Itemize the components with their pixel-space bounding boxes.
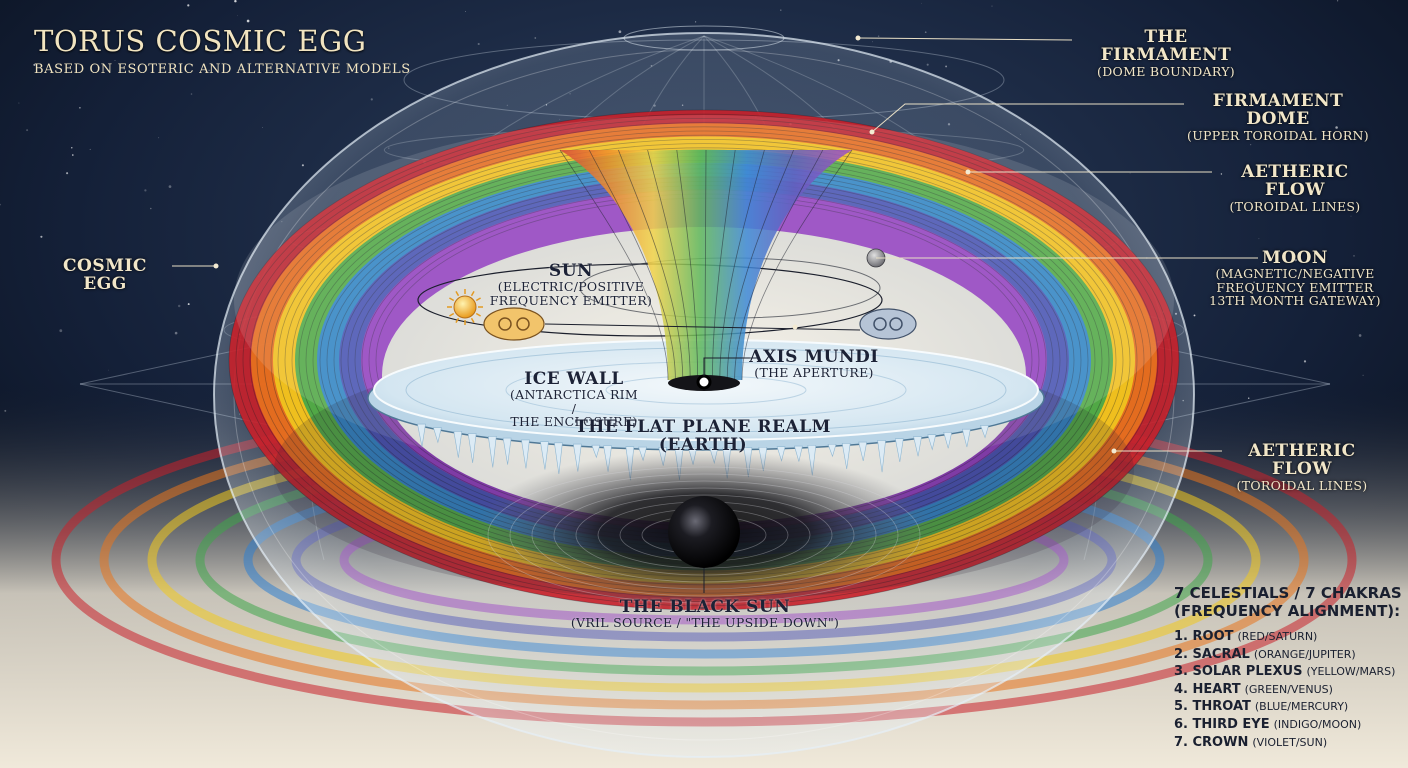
legend-heading-line2: (FREQUENCY ALIGNMENT): — [1174, 602, 1401, 620]
legend-list: 1. ROOT (RED/SATURN) 2. SACRAL (ORANGE/J… — [1174, 628, 1402, 751]
diagram-title: TORUS COSMIC EGG — [34, 24, 367, 58]
label-firmament-dome: FIRMAMENT DOME (UPPER TOROIDAL HORN) — [1187, 91, 1369, 143]
label-firmament: THE FIRMAMENT (DOME BOUNDARY) — [1097, 27, 1235, 79]
title-block: TORUS COSMIC EGG BASED ON ESOTERIC AND A… — [34, 24, 411, 77]
sun-icon — [447, 289, 483, 325]
legend-item: 6. THIRD EYE (INDIGO/MOON) — [1174, 716, 1362, 732]
label-aetheric-flow-bottom: AETHERIC FLOW (TOROIDAL LINES) — [1236, 441, 1368, 493]
legend-item: 4. HEART (GREEN/VENUS) — [1174, 681, 1333, 697]
legend-item: 1. ROOT (RED/SATURN) — [1174, 629, 1318, 644]
label-ice-wall: ICE WALL (ANTARCTICA RIM / THE ENCLOSURE… — [510, 369, 638, 430]
label-black-sun: THE BLACK SUN (VRIL SOURCE / "THE UPSIDE… — [570, 597, 840, 631]
label-flat-plane-realm: THE FLAT PLANE REALM (EARTH) — [575, 417, 831, 456]
legend-item: 5. THROAT (BLUE/MERCURY) — [1174, 699, 1349, 715]
label-cosmic-egg: COSMIC EGG — [63, 256, 147, 295]
chakra-legend: 7 CELESTIALS / 7 CHAKRAS (FREQUENCY ALIG… — [1174, 584, 1402, 751]
label-sun: SUN (ELECTRIC/POSITIVE FREQUENCY EMITTER… — [489, 261, 653, 308]
label-aetheric-flow-top: AETHERIC FLOW (TOROIDAL LINES) — [1229, 162, 1361, 214]
diagram-subtitle: BASED ON ESOTERIC AND ALTERNATIVE MODELS — [34, 62, 411, 77]
label-moon: MOON (MAGNETIC/NEGATIVE FREQUENCY EMITTE… — [1209, 248, 1381, 309]
label-axis-mundi: AXIS MUNDI (THE APERTURE) — [749, 347, 879, 381]
legend-item: 3. SOLAR PLEXUS (YELLOW/MARS) — [1174, 664, 1396, 680]
legend-item: 7. CROWN (VIOLET/SUN) — [1174, 734, 1328, 750]
legend-heading-line1: 7 CELESTIALS / 7 CHAKRAS — [1174, 584, 1402, 602]
legend-item: 2. SACRAL (ORANGE/JUPITER) — [1174, 646, 1356, 662]
